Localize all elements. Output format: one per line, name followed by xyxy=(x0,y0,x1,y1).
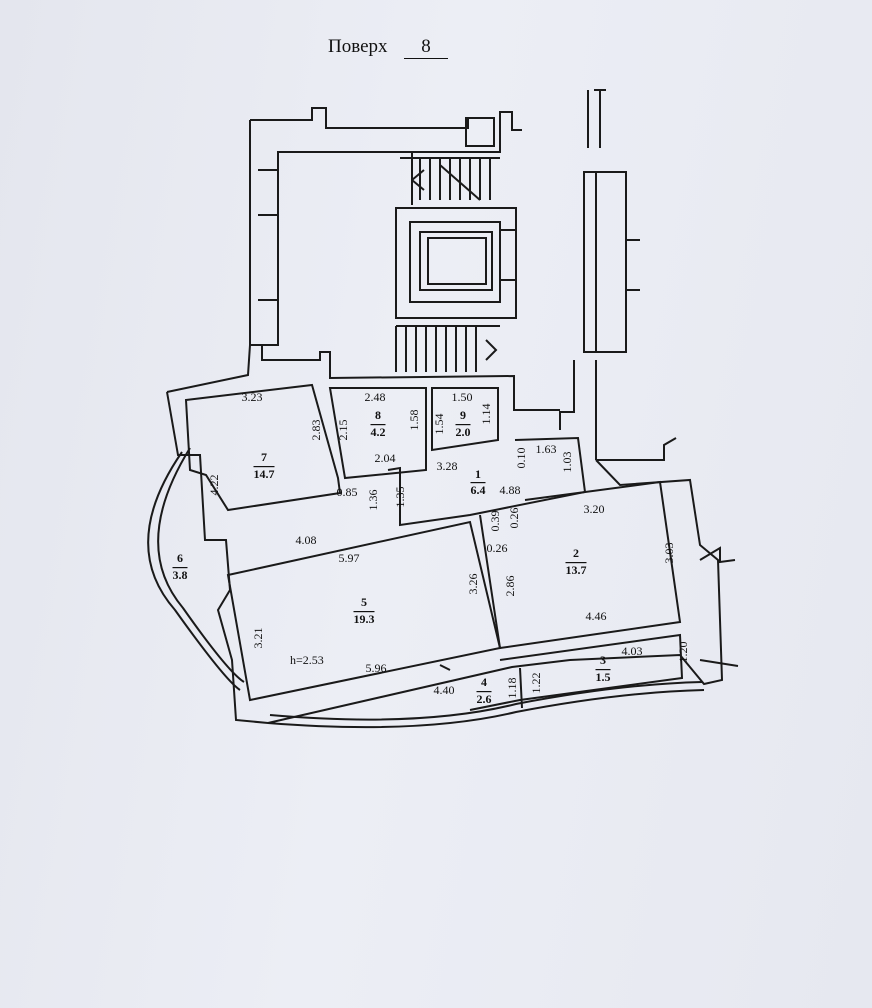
dimension-label: 1.14 xyxy=(479,404,493,425)
dimension-label: 2.86 xyxy=(503,576,517,597)
dimension-label: 4.88 xyxy=(500,483,521,497)
dimension-label: 3.26 xyxy=(466,574,480,595)
room-4-area: 2.6 xyxy=(477,692,492,706)
dimension-label: 4.22 xyxy=(207,475,221,496)
room-2-area: 13.7 xyxy=(566,563,587,577)
dimension-label: 3.03 xyxy=(662,543,676,564)
dimension-label: 0.10 xyxy=(514,448,528,469)
dimension-label: 5.96 xyxy=(366,661,387,675)
room-4-number: 4 xyxy=(481,675,487,689)
dimension-label: 5.97 xyxy=(339,551,360,565)
dimension-label: 4.46 xyxy=(586,609,607,623)
room-5-number: 5 xyxy=(361,595,367,609)
floor-label: Поверх xyxy=(328,36,388,57)
dimension-label: 0.39 xyxy=(488,511,502,532)
room-9-area: 2.0 xyxy=(456,425,471,439)
dimension-label: 1.50 xyxy=(452,390,473,404)
dimension-label: 2.48 xyxy=(365,390,386,404)
room-9-number: 9 xyxy=(460,408,466,422)
room-8-number: 8 xyxy=(375,408,381,422)
dimension-label: 1.63 xyxy=(536,442,557,456)
room-2-number: 2 xyxy=(573,546,579,560)
dimension-label: 4.40 xyxy=(434,683,455,697)
dimension-label: 2.04 xyxy=(375,451,396,465)
room-1-number: 1 xyxy=(475,467,481,481)
dimension-label: 0.26 xyxy=(487,541,508,555)
dimension-label: 0.26 xyxy=(507,508,521,529)
dimension-label: 1.58 xyxy=(407,410,421,431)
dimension-label: 3.23 xyxy=(242,390,263,404)
dimension-label: 1.20 xyxy=(676,642,690,663)
dimension-labels: 3.23 2.83 4.22 0.85 1.36 4.08 2.48 2.15 … xyxy=(207,390,690,699)
room-3-area: 1.5 xyxy=(596,670,611,684)
room-6-area: 3.8 xyxy=(173,568,188,582)
dimension-label: 1.35 xyxy=(393,487,407,508)
dimension-label: 4.03 xyxy=(622,644,643,658)
dimension-label: 4.08 xyxy=(296,533,317,547)
dimension-label: 1.03 xyxy=(560,452,574,473)
dimension-label: 3.21 xyxy=(251,628,265,649)
room-8-area: 4.2 xyxy=(371,425,386,439)
room-labels: 7 14.7 8 4.2 9 2.0 1 6.4 2 13.7 5 19.3 6… xyxy=(173,408,611,706)
dimension-label: 3.20 xyxy=(584,502,605,516)
dimension-label: 2.83 xyxy=(309,420,323,441)
dimension-label: 1.22 xyxy=(529,673,543,694)
dimension-label: 3.28 xyxy=(437,459,458,473)
dimension-label: 1.36 xyxy=(366,490,380,511)
dimension-label: 1.54 xyxy=(432,414,446,435)
room-3-number: 3 xyxy=(600,653,606,667)
room-1-area: 6.4 xyxy=(471,483,486,497)
room-5-area: 19.3 xyxy=(354,612,375,626)
dimension-label: 2.15 xyxy=(336,420,350,441)
ceiling-height: h=2.53 xyxy=(290,653,324,667)
wall-lines xyxy=(147,89,739,729)
room-7-area: 14.7 xyxy=(254,467,275,481)
floor-number: 8 xyxy=(404,36,448,59)
room-6-number: 6 xyxy=(177,551,183,565)
dimension-label: 1.18 xyxy=(505,678,519,699)
room-7-number: 7 xyxy=(261,450,267,464)
dimension-label: 0.85 xyxy=(337,485,358,499)
